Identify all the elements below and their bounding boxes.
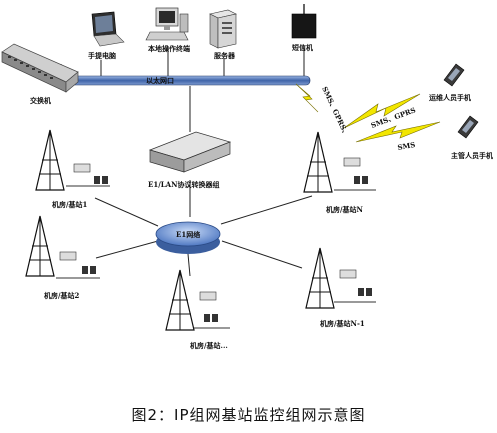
station-n-label: 机房/基站N — [326, 205, 364, 214]
wireless-lightning-icon — [295, 83, 441, 143]
sms-device-label: 短信机 — [292, 43, 313, 52]
e1-network-icon: E1网络 — [155, 221, 221, 254]
server-icon: 服务器 — [209, 9, 237, 60]
wave-label-gprs: SMS、GPRS、 — [320, 85, 351, 138]
station-2-label: 机房/基站2 — [44, 291, 80, 300]
figure-caption: 图2：IP组网基站监控组网示意图 — [131, 406, 366, 424]
maintenance-phone-icon: 运维人员手机 — [429, 63, 471, 102]
station-mid-label: 机房/基站... — [190, 341, 228, 350]
laptop-label: 手提电脑 — [88, 51, 116, 60]
connection-lines — [60, 46, 313, 277]
backbone-label: 以太网口 — [146, 76, 174, 85]
station-2-icon: 机房/基站2 — [25, 215, 100, 300]
server-label: 服务器 — [214, 51, 236, 60]
manager-phone-icon: 主管人员手机 — [451, 115, 493, 160]
converter-label: E1/LAN协议转换器组 — [148, 180, 220, 189]
ethernet-backbone: 以太网口 — [59, 75, 311, 86]
station-1-label: 机房/基站1 — [52, 200, 88, 209]
e1-network-label: E1网络 — [176, 230, 200, 239]
sms-device-icon: 短信机 — [291, 4, 317, 52]
converter-icon: E1/LAN协议转换器组 — [148, 131, 232, 189]
maintenance-phone-label: 运维人员手机 — [429, 93, 471, 102]
station-n1-label: 机房/基站N-1 — [320, 319, 365, 328]
station-1-icon: 机房/基站1 — [35, 129, 110, 209]
wave-label-sms: SMS — [397, 140, 416, 152]
manager-phone-label: 主管人员手机 — [451, 151, 493, 160]
laptop-icon: 手提电脑 — [88, 11, 125, 60]
station-n1-icon: 机房/基站N-1 — [305, 247, 376, 328]
station-mid-icon: 机房/基站... — [165, 269, 230, 350]
switch-icon: 交换机 — [1, 43, 79, 105]
switch-label: 交换机 — [30, 96, 51, 105]
station-n-icon: 机房/基站N — [303, 131, 376, 214]
local-terminal-label: 本地操作终端 — [147, 44, 190, 53]
local-terminal-icon: 本地操作终端 — [145, 7, 190, 53]
